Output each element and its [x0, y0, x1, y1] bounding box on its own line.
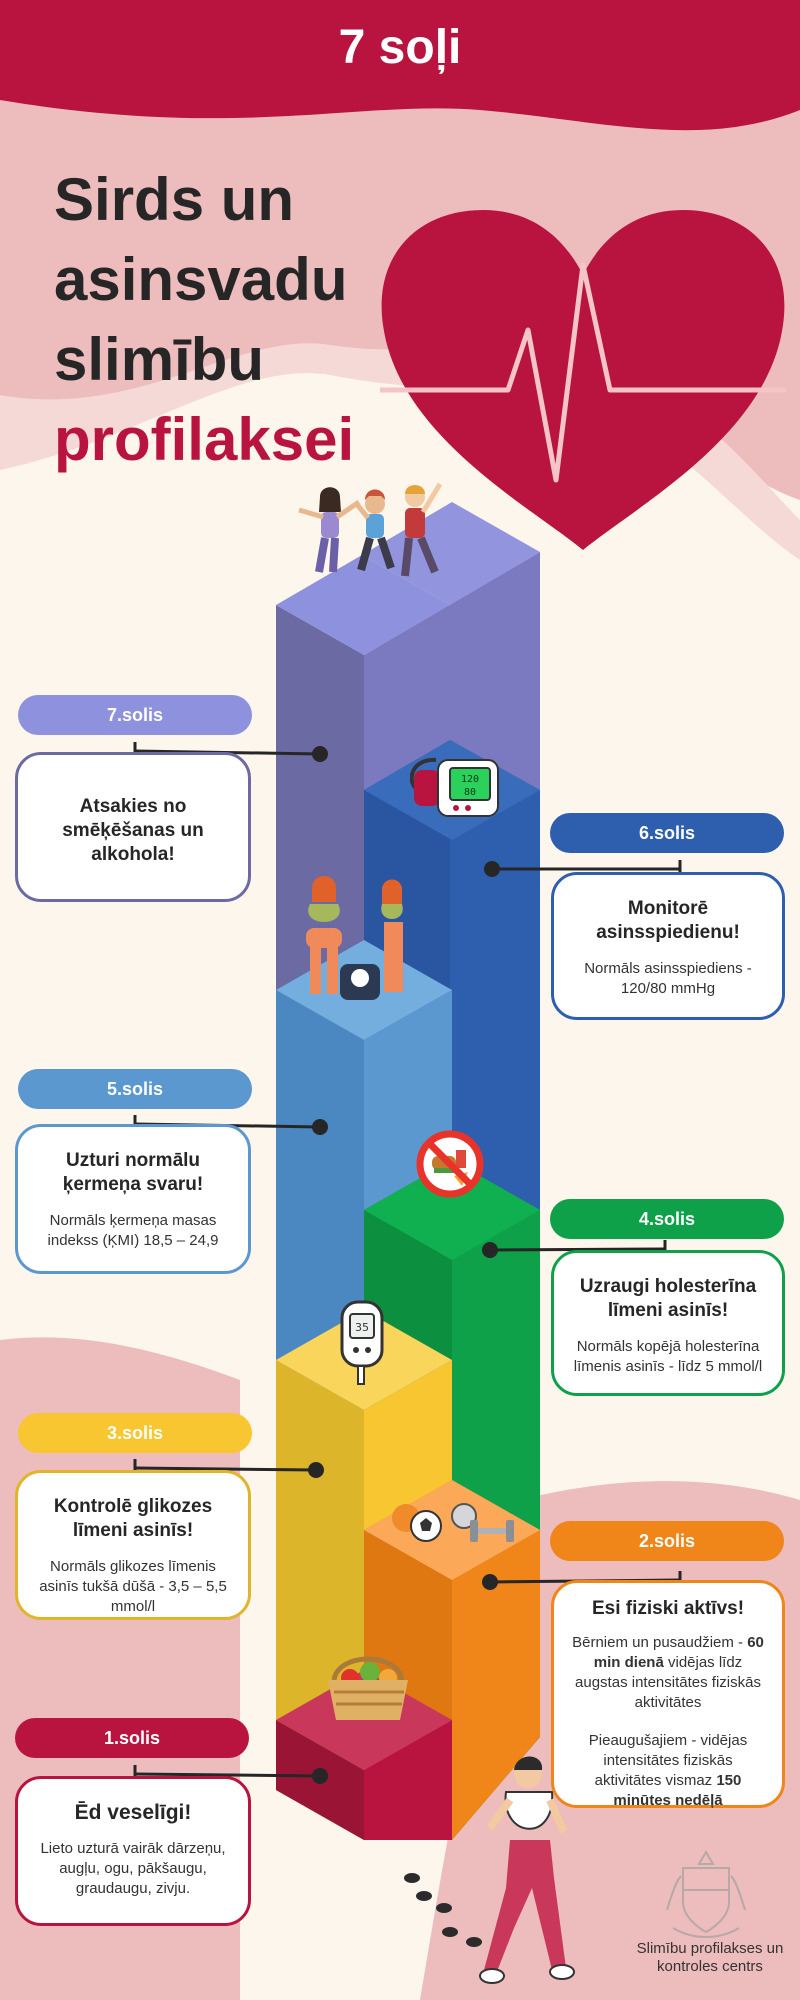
step-5-label: 5.solis [18, 1069, 252, 1109]
step-2-card: Esi fiziski aktīvs! Bērniem un pusaudžie… [551, 1580, 785, 1811]
step-3-label: 3.solis [18, 1413, 252, 1453]
step-1-title: Ēd veselīgi! [74, 1801, 192, 1824]
footer-organization: Slimību profilakses un kontroles centrs [636, 1940, 784, 1975]
walking-woman-icon [404, 1756, 575, 1984]
sports-equipment-icon [392, 1503, 514, 1542]
step-2-title: Esi fiziski aktīvs! [591, 1598, 745, 1619]
step-5-desc: Normāls ķermeņa masas indekss (ĶMI) 18,5… [47, 1212, 219, 1249]
step-1-desc: Lieto uzturā vairāk dārzeņu, augļu, ogu,… [40, 1840, 226, 1897]
no-fast-food-icon [416, 1130, 484, 1198]
women-weight-icon [306, 876, 403, 1000]
step-2-label: 2.solis [550, 1521, 784, 1561]
glucometer-icon: 35 [340, 1300, 384, 1385]
step-3-title: Kontrolē glikozes līmeni asinīs! [53, 1496, 213, 1541]
blood-pressure-monitor-icon: 120 80 [410, 757, 499, 817]
bp-systolic: 120 [461, 774, 479, 785]
step-2-desc-b-bold: 150 minūtes nedēļā [613, 1772, 742, 1809]
step-7-label: 7.solis [18, 695, 252, 735]
title-line-2: asinsvadu [54, 246, 348, 313]
step-4-title: Uzraugi holesterīna līmeni asinīs! [579, 1276, 757, 1321]
step-6-desc: Normāls asinsspiediens - 120/80 mmHg [584, 960, 752, 997]
step-3-desc: Normāls glikozes līmenis asinīs tukšā dū… [39, 1558, 227, 1615]
step-7-card: Atsakies no smēķēšanas un alkohola! [15, 752, 251, 902]
step-3-card: Kontrolē glikozes līmeni asinīs! Normāls… [15, 1470, 251, 1620]
coat-of-arms-icon [666, 1850, 746, 1938]
step-2-desc-adults: Pieaugušajiem - vidējas intensitātes fiz… [570, 1731, 766, 1811]
header-title: 7 soļi [338, 21, 462, 74]
step-1-card: Ēd veselīgi! Lieto uzturā vairāk dārzeņu… [15, 1776, 251, 1926]
step-2-desc-a2: vidējas līdz augstas intensitātes fizisk… [575, 1654, 761, 1711]
step-5-card: Uzturi normālu ķermeņa svaru! Normāls ķe… [15, 1124, 251, 1274]
vegetable-basket-icon [328, 1656, 408, 1720]
step-1-label: 1.solis [15, 1718, 249, 1758]
heart-icon [380, 210, 786, 550]
step-2-desc-a1: Bērniem un pusaudžiem - [572, 1634, 744, 1651]
step-6-card: Monitorē asinsspiedienu! Normāls asinssp… [551, 872, 785, 1020]
title-line-4: profilaksei [54, 406, 355, 473]
step-2-desc-a-bold: 60 min dienā [593, 1634, 764, 1671]
step-7-title: Atsakies no smēķēšanas un alkohola! [62, 796, 204, 865]
step-6-title: Monitorē asinsspiedienu! [596, 898, 740, 943]
title-line-1: Sirds un [54, 166, 295, 233]
bp-diastolic: 80 [464, 787, 476, 798]
step-2-desc-children: Bērniem un pusaudžiem - 60 min dienā vid… [570, 1633, 766, 1713]
step-6-label: 6.solis [550, 813, 784, 853]
page-title: Sirds un asinsvadu slimību profilaksei [54, 160, 354, 480]
jumping-people-icon [298, 482, 443, 577]
step-4-label: 4.solis [550, 1199, 784, 1239]
glucometer-value: 35 [355, 1321, 369, 1334]
title-line-3: slimību [54, 326, 265, 393]
step-5-title: Uzturi normālu ķermeņa svaru! [62, 1150, 204, 1195]
step-4-card: Uzraugi holesterīna līmeni asinīs! Normā… [551, 1250, 785, 1396]
step-4-desc: Normāls kopējā holesterīna līmenis asinī… [573, 1338, 763, 1375]
step-2-desc-b1: Pieaugušajiem - vidējas intensitātes fiz… [588, 1732, 748, 1789]
